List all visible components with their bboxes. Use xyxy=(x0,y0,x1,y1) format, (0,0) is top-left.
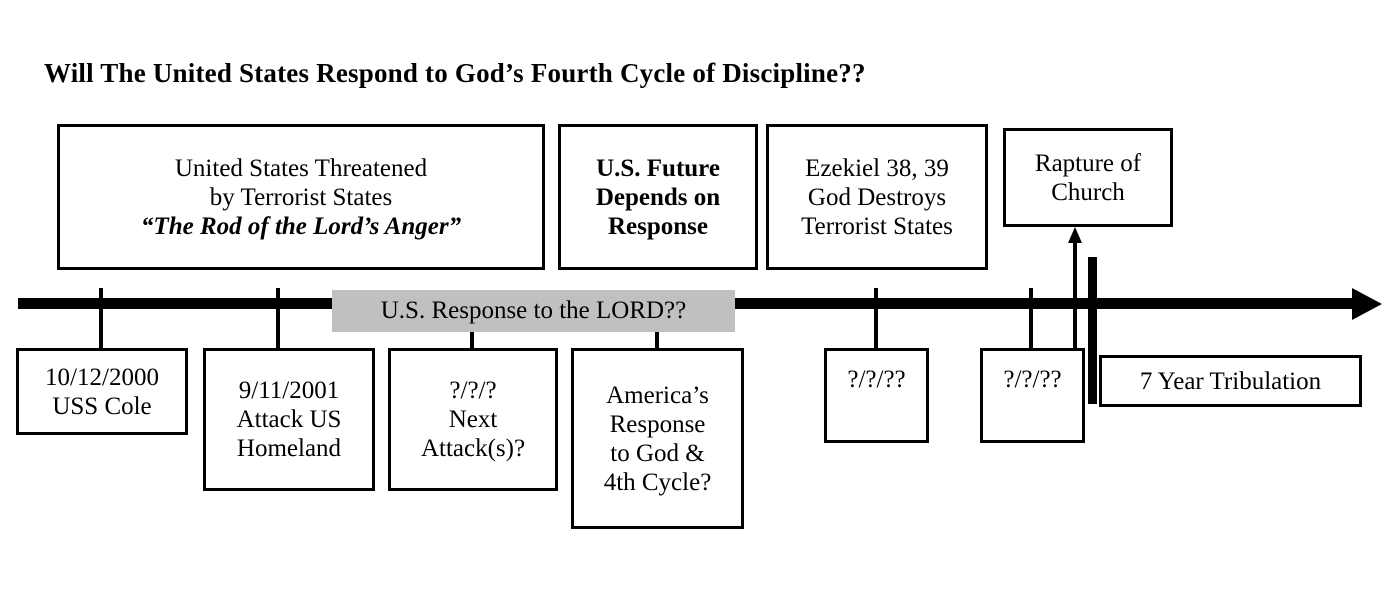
page-title: Will The United States Respond to God’s … xyxy=(44,58,866,88)
box-line: Ezekiel 38, 39 xyxy=(805,154,949,182)
rapture-arrow-shaft xyxy=(1073,240,1077,408)
box-quote-line: “The Rod of the Lord’s Anger” xyxy=(140,212,462,240)
box-line: to God & xyxy=(610,439,705,467)
box-unknown-date-1: ?/?/?? xyxy=(824,348,929,443)
box-us-future-depends-on-response: U.S. Future Depends on Response xyxy=(558,124,758,270)
box-line: Next xyxy=(448,406,498,433)
timeline-arrow-icon xyxy=(1352,288,1382,320)
box-line: Terrorist States xyxy=(801,212,953,240)
box-line: ?/?/?? xyxy=(1003,366,1062,393)
box-line: ?/?/?? xyxy=(847,366,906,393)
tribulation-start-marker xyxy=(1088,257,1097,404)
box-line: Homeland xyxy=(236,435,342,462)
box-seven-year-tribulation: 7 Year Tribulation xyxy=(1099,355,1362,407)
box-line: 4th Cycle? xyxy=(603,468,712,496)
tick-attack-us-homeland xyxy=(276,288,280,348)
box-unknown-date-2: ?/?/?? xyxy=(980,348,1085,443)
box-line: 7 Year Tribulation xyxy=(1139,367,1322,395)
box-line: Attack(s)? xyxy=(420,435,526,462)
box-ezekiel-god-destroys: Ezekiel 38, 39 God Destroys Terrorist St… xyxy=(766,124,988,270)
box-line: U.S. Future xyxy=(596,154,720,182)
box-line: Response xyxy=(609,410,706,438)
box-line: Church xyxy=(1051,178,1125,206)
box-line: 9/11/2001 xyxy=(238,377,340,404)
box-line: USS Cole xyxy=(52,392,152,420)
box-next-attacks: ?/?/? Next Attack(s)? xyxy=(388,348,558,491)
box-uss-cole: 10/12/2000 USS Cole xyxy=(16,348,188,435)
tick-unknown-date-2 xyxy=(1029,288,1033,348)
banner-label: U.S. Response to the LORD?? xyxy=(380,297,687,324)
box-rapture-of-church: Rapture of Church xyxy=(1003,128,1173,227)
box-line: Response xyxy=(607,212,708,240)
box-line: Rapture of xyxy=(1034,149,1142,177)
box-line: United States Threatened xyxy=(174,154,428,182)
rapture-up-arrow-icon xyxy=(1068,227,1082,243)
box-attack-us-homeland: 9/11/2001 Attack US Homeland xyxy=(203,348,375,491)
box-line: Depends on xyxy=(595,183,721,211)
box-line: Attack US xyxy=(236,406,342,433)
box-line: by Terrorist States xyxy=(209,183,393,211)
tick-uss-cole xyxy=(99,288,103,348)
box-line: America’s xyxy=(606,381,709,409)
box-line: 10/12/2000 xyxy=(45,363,159,391)
banner-us-response-to-the-lord: U.S. Response to the LORD?? xyxy=(332,290,735,332)
box-line: ?/?/? xyxy=(449,377,497,404)
box-line: God Destroys xyxy=(807,183,947,211)
tick-unknown-date-1 xyxy=(874,288,878,348)
box-americas-response: America’s Response to God & 4th Cycle? xyxy=(571,348,744,529)
box-united-states-threatened: United States Threatened by Terrorist St… xyxy=(57,124,545,270)
